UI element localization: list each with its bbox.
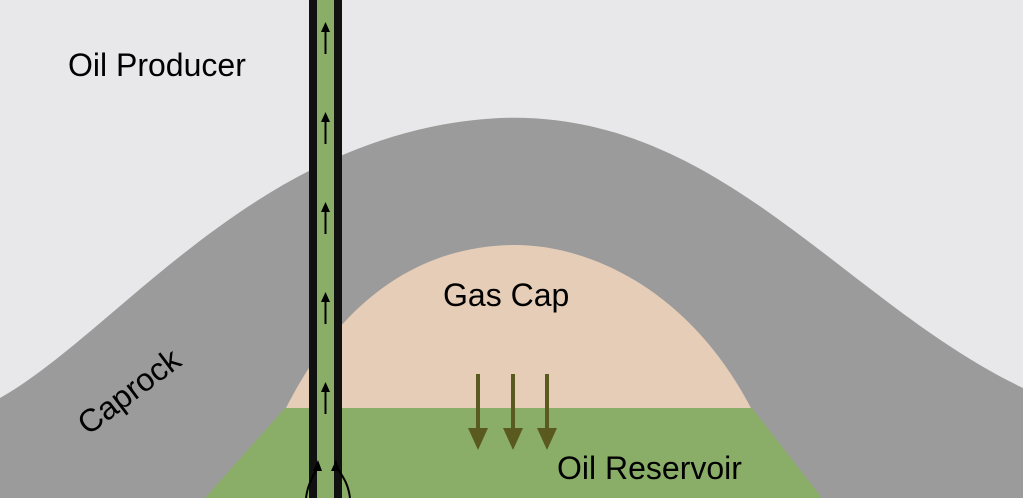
up-arrow-icon (321, 202, 330, 212)
up-arrow-icon (321, 22, 330, 32)
down-arrow-icon (503, 428, 523, 450)
up-arrow-icon (321, 112, 330, 122)
gas-expansion-arrows (468, 374, 557, 450)
down-arrow-icon (537, 428, 557, 450)
oil-reservoir (205, 408, 822, 498)
gas-cap (285, 245, 752, 410)
up-arrow-icon (313, 460, 322, 471)
inflow-arrows (305, 460, 351, 498)
label-oil-producer: Oil Producer (68, 47, 246, 83)
up-arrow-icon (321, 382, 330, 392)
well-flow-arrows (321, 22, 330, 414)
down-arrow-icon (468, 428, 488, 450)
label-oil-reservoir: Oil Reservoir (557, 450, 742, 486)
label-gas-cap: Gas Cap (443, 277, 569, 313)
up-arrow-icon (331, 460, 340, 471)
up-arrow-icon (321, 292, 330, 302)
oil-producer-well (309, 0, 342, 498)
well-interior (317, 0, 334, 498)
